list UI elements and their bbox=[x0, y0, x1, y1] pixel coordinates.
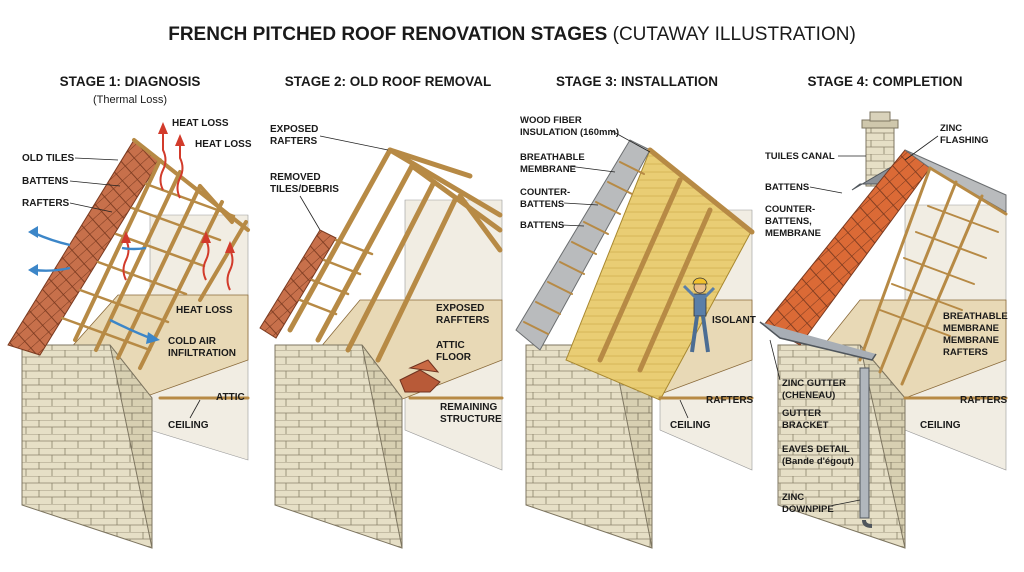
stage-1-heading: STAGE 1: DIAGNOSIS bbox=[60, 74, 201, 89]
stage-2-panel: STAGE 2: OLD ROOF REMOVAL bbox=[259, 74, 504, 549]
heat-loss-arrows bbox=[121, 122, 235, 291]
label-counter: COUNTER- bbox=[520, 187, 570, 198]
stage-1-panel: STAGE 1: DIAGNOSIS (Thermal Loss) bbox=[7, 74, 252, 549]
label-breathable-membrane: MEMBRANE bbox=[943, 323, 999, 334]
stone-wall-side bbox=[109, 344, 153, 549]
label-battens: BATTENS bbox=[765, 182, 809, 193]
label-attic: ATTIC bbox=[216, 392, 245, 403]
label-eaves-detail: EAVES DETAIL bbox=[782, 444, 850, 455]
stage-4-heading: STAGE 4: COMPLETION bbox=[807, 74, 962, 89]
label-remaining: REMAINING bbox=[440, 402, 497, 413]
label-breathable: BREATHABLE bbox=[943, 311, 1008, 322]
remaining-tiles-strip bbox=[259, 229, 337, 339]
label-downpipe: DOWNPIPE bbox=[782, 504, 834, 515]
worker-figure bbox=[682, 277, 716, 353]
label-rafters-b: RAFTERS bbox=[960, 395, 1008, 406]
label-zinc-downpipe: ZINC bbox=[782, 492, 804, 503]
label-rafters: RAFTERS bbox=[22, 198, 70, 209]
label-battens: BATTENS bbox=[520, 220, 564, 231]
label-attic-floor-2: FLOOR bbox=[436, 352, 472, 363]
label-wood-fiber-insulation: INSULATION (160mm) bbox=[520, 127, 619, 138]
label-counter: COUNTER- bbox=[765, 204, 815, 215]
label-breathable: BREATHABLE bbox=[520, 152, 585, 163]
label-attic-floor: ATTIC bbox=[436, 340, 465, 351]
label-battens: BATTENS bbox=[22, 176, 69, 187]
label-cold-air: COLD AIR bbox=[168, 336, 217, 347]
label-breathable-membrane: MEMBRANE bbox=[520, 164, 576, 175]
stage-2-heading: STAGE 2: OLD ROOF REMOVAL bbox=[285, 74, 492, 89]
label-heat-loss-top: HEAT LOSS bbox=[172, 118, 229, 129]
label-rafters-a: RAFTERS bbox=[943, 347, 988, 358]
cold-air-arrows bbox=[28, 226, 160, 344]
label-heat-loss-lower: HEAT LOSS bbox=[176, 305, 233, 316]
label-counter-battens: BATTENS bbox=[520, 199, 564, 210]
label-gutter: GUTTER bbox=[782, 408, 821, 419]
label-ceiling: CEILING bbox=[670, 420, 711, 431]
label-zinc-gutter: ZINC GUTTER bbox=[782, 378, 846, 389]
stage-3-heading: STAGE 3: INSTALLATION bbox=[556, 74, 718, 89]
label-ceiling: CEILING bbox=[168, 420, 209, 431]
label-gutter-bracket: BRACKET bbox=[782, 420, 829, 431]
remaining-battens bbox=[298, 238, 374, 316]
label-bande-degout: (Bande d'égout) bbox=[782, 456, 854, 467]
label-exposed-rafters: EXPOSED bbox=[270, 124, 318, 135]
label-cheneau: (CHENEAU) bbox=[782, 390, 835, 401]
rafters bbox=[597, 147, 755, 373]
page-title: FRENCH PITCHED ROOF RENOVATION STAGES (C… bbox=[168, 24, 856, 45]
stone-wall-side bbox=[859, 344, 906, 549]
label-membrane: MEMBRANE bbox=[943, 335, 999, 346]
label-wood-fiber: WOOD FIBER bbox=[520, 115, 582, 126]
label-counter-battens: BATTENS, bbox=[765, 216, 812, 227]
stage-4-panel: STAGE 4: COMPLETION bbox=[759, 74, 1008, 549]
label-rafters: RAFTERS bbox=[706, 395, 754, 406]
label-isolant: ISOLANT bbox=[712, 315, 756, 326]
label-zinc-flashing: FLASHING bbox=[940, 135, 989, 146]
stage-1-subheading: (Thermal Loss) bbox=[93, 94, 167, 106]
label-zinc: ZINC bbox=[940, 123, 962, 134]
label-old-tiles: OLD TILES bbox=[22, 153, 75, 164]
debris-pile bbox=[399, 359, 441, 393]
rafters-right bbox=[858, 166, 1008, 386]
exposed-rafters bbox=[287, 147, 503, 363]
zinc-gutter bbox=[759, 321, 877, 361]
label-exposed-raffters-2: RAFFTERS bbox=[436, 315, 490, 326]
label-exposed-raffters: EXPOSED bbox=[436, 303, 484, 314]
zinc-downpipe bbox=[859, 367, 870, 519]
label-cold-air-infiltration: INFILTRATION bbox=[168, 348, 236, 359]
label-exposed-rafters-2: RAFTERS bbox=[270, 136, 318, 147]
stage-3-panel: STAGE 3: INSTALLATION bbox=[515, 74, 756, 549]
label-removed: REMOVED bbox=[270, 172, 321, 183]
label-removed-tiles-debris: TILES/DEBRIS bbox=[270, 184, 339, 195]
label-remaining-structure: STRUCTURE bbox=[440, 414, 502, 425]
label-counter-membrane: MEMBRANE bbox=[765, 228, 821, 239]
label-heat-loss-right: HEAT LOSS bbox=[195, 139, 252, 150]
stone-wall-side bbox=[361, 344, 403, 549]
label-tuiles-canal: TUILES CANAL bbox=[765, 151, 835, 162]
counter-battens-grid bbox=[523, 161, 645, 335]
label-ceiling: CEILING bbox=[920, 420, 961, 431]
battens-right bbox=[879, 205, 999, 337]
